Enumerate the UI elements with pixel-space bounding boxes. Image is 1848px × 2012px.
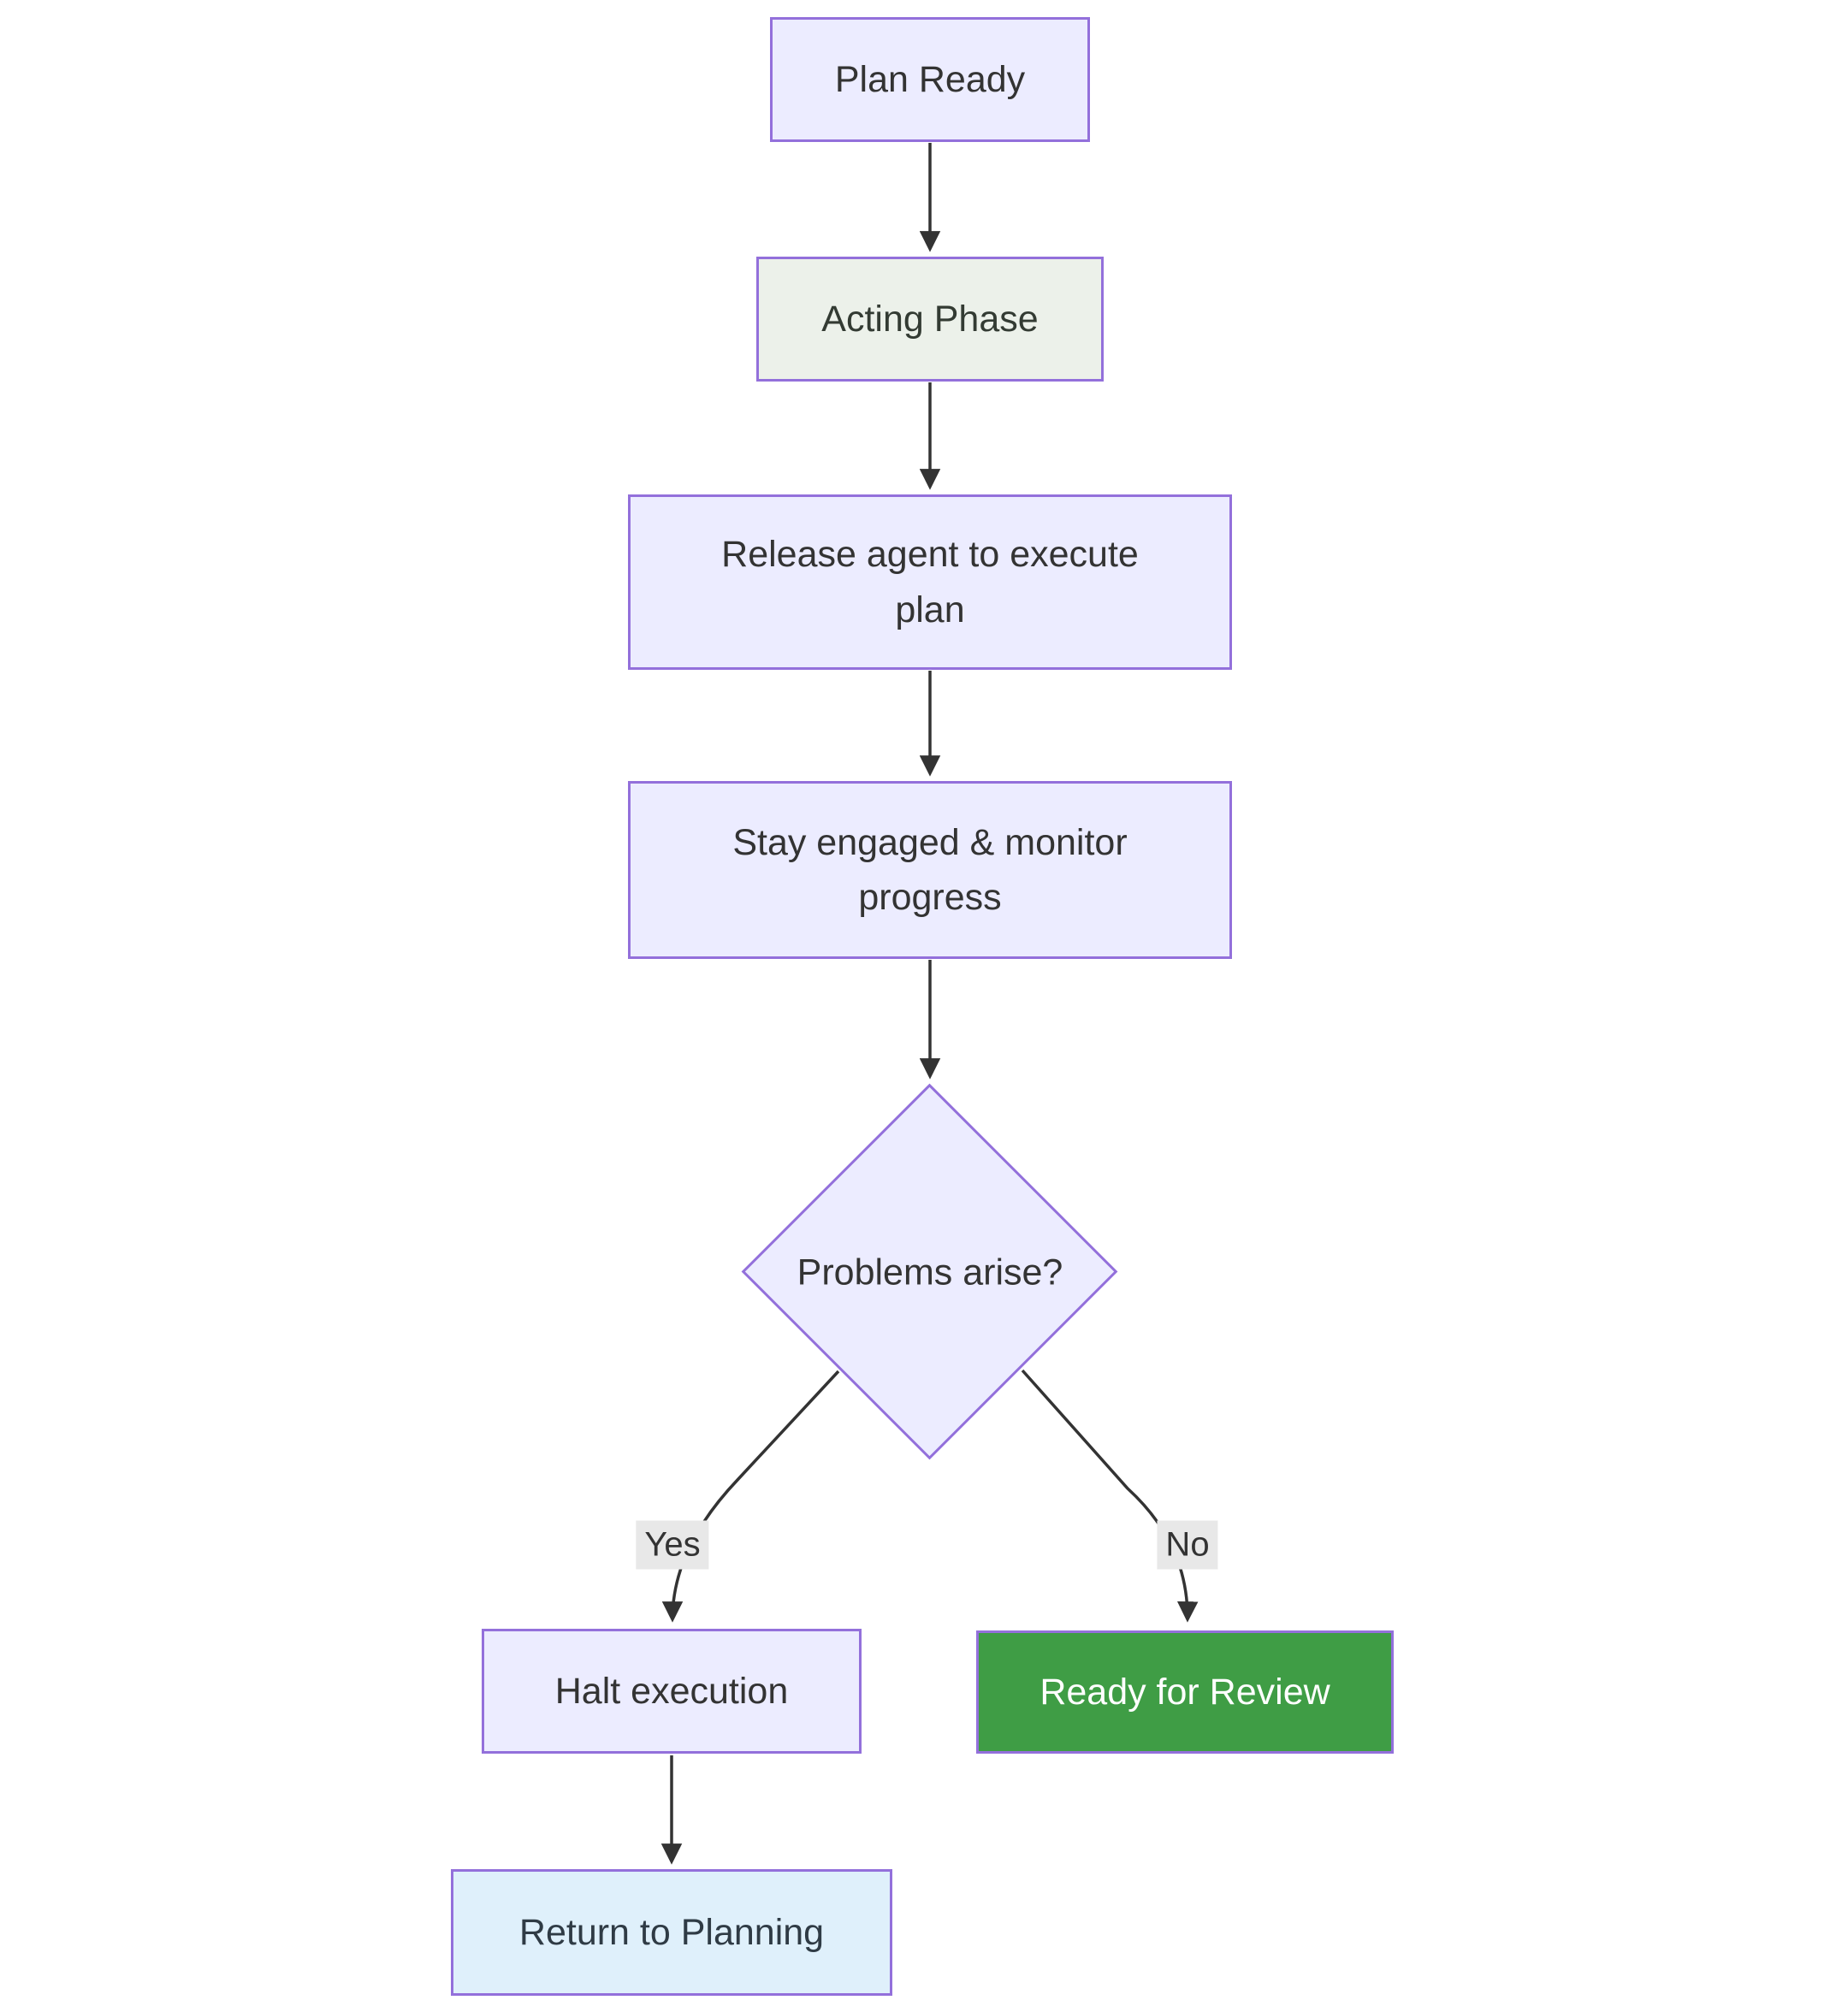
node-return-to-planning-label: Return to Planning bbox=[518, 1911, 825, 1953]
node-ready-for-review: Ready for Review bbox=[976, 1630, 1394, 1754]
node-acting-phase-label: Acting Phase bbox=[821, 298, 1039, 340]
edge-label-no: No bbox=[1157, 1520, 1218, 1570]
edge-problems-arise-yes-to-halt-execution bbox=[661, 1370, 840, 1623]
node-release-agent: Release agent to execute plan bbox=[628, 494, 1232, 670]
node-stay-engaged-label: Stay engaged & monitor progress bbox=[732, 821, 1128, 919]
node-halt-execution: Halt execution bbox=[482, 1629, 862, 1754]
node-acting-phase: Acting Phase bbox=[756, 257, 1104, 382]
node-return-to-planning: Return to Planning bbox=[451, 1869, 892, 1996]
edge-label-yes: Yes bbox=[636, 1520, 709, 1570]
edge-problems-arise-no-to-ready-review bbox=[1021, 1369, 1199, 1623]
node-plan-ready: Plan Ready bbox=[770, 17, 1090, 142]
node-ready-for-review-label: Ready for Review bbox=[1040, 1671, 1330, 1713]
node-halt-execution-label: Halt execution bbox=[554, 1670, 789, 1712]
node-stay-engaged: Stay engaged & monitor progress bbox=[628, 781, 1232, 959]
node-release-agent-label: Release agent to execute plan bbox=[721, 534, 1139, 630]
node-problems-arise-label: Problems arise? bbox=[797, 1252, 1063, 1293]
node-plan-ready-label: Plan Ready bbox=[834, 58, 1026, 100]
